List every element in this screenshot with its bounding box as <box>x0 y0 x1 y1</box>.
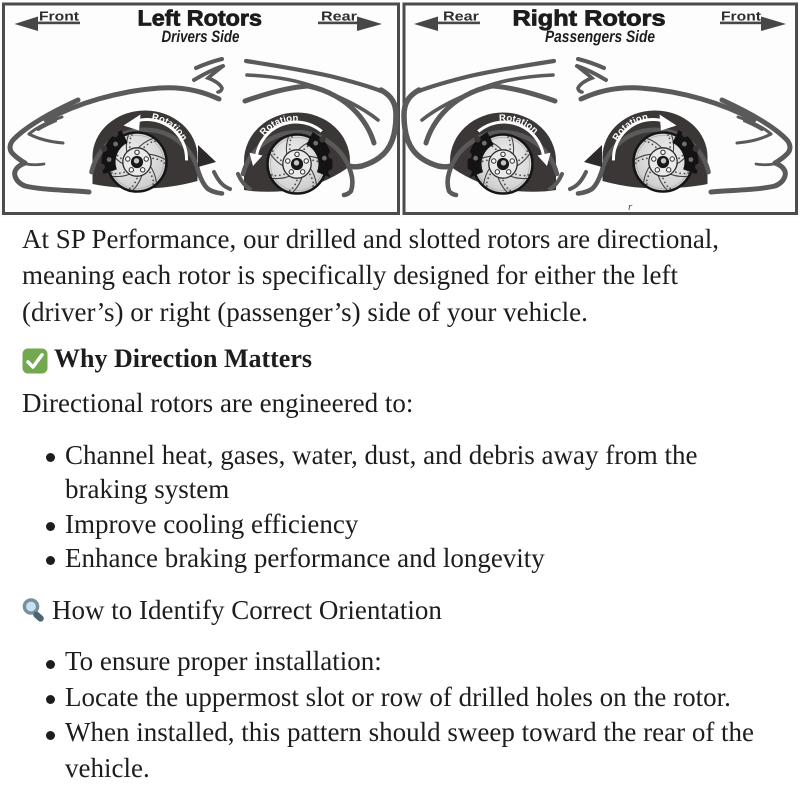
svg-text:Passengers Side: Passengers Side <box>545 28 655 46</box>
svg-text:Right Rotors: Right Rotors <box>513 6 666 31</box>
svg-text:Front: Front <box>721 9 762 24</box>
svg-text:r: r <box>628 201 633 213</box>
svg-text:Rear: Rear <box>321 9 357 24</box>
svg-text:Rear: Rear <box>443 9 479 24</box>
svg-text:Left Rotors: Left Rotors <box>138 6 263 31</box>
svg-text:Front: Front <box>39 9 80 24</box>
svg-text:Drivers Side: Drivers Side <box>162 28 240 46</box>
